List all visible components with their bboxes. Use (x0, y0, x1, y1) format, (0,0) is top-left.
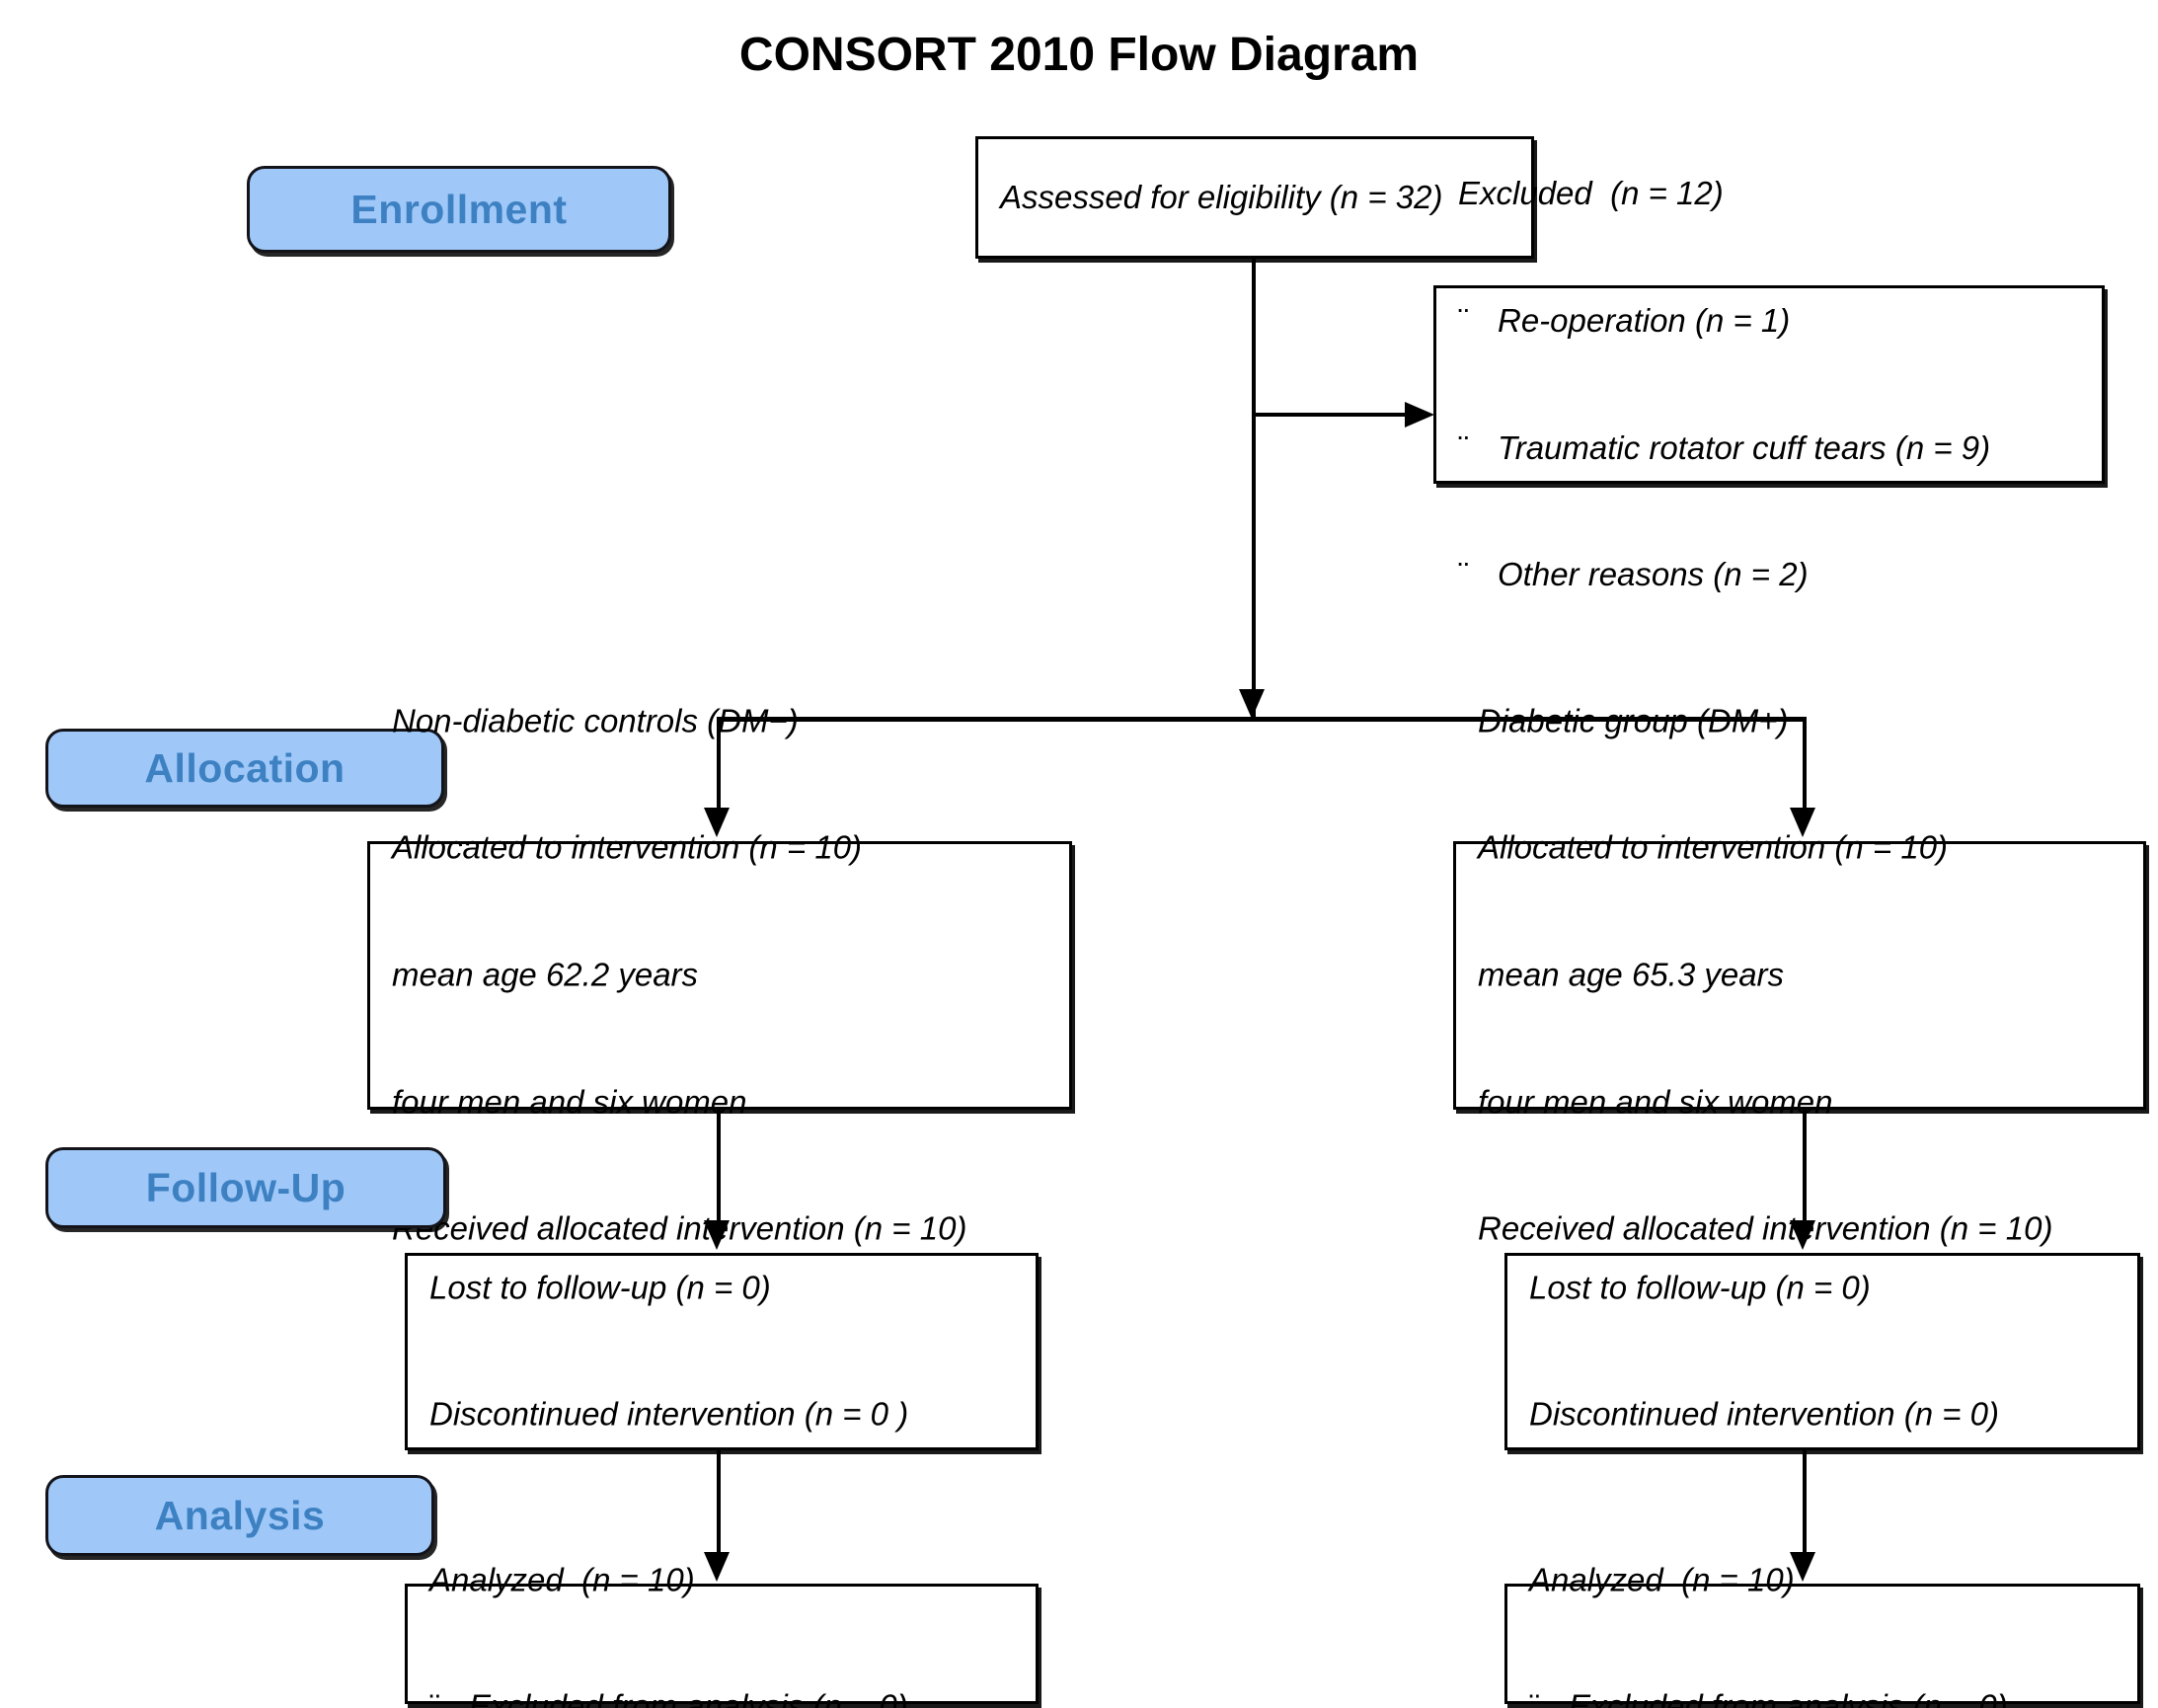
text-line: Discontinued intervention (n = 0) (1529, 1395, 2000, 1433)
excluded-item-text: Re-operation (n = 1) (1498, 301, 1791, 339)
box-followup-non-diabetic: Lost to follow-up (n = 0) Discontinued i… (405, 1253, 1039, 1450)
box-followup-non-diabetic-text: Lost to follow-up (n = 0) Discontinued i… (429, 1182, 1024, 1520)
text-line: mean age 62.2 years (392, 956, 699, 993)
bullet-diaeresis-icon: ¨ (1458, 301, 1469, 339)
box-followup-diabetic-text: Lost to follow-up (n = 0) Discontinued i… (1529, 1182, 2125, 1520)
stage-label-allocation-text: Allocation (144, 744, 346, 791)
connector-allocation-to-followup-right (1803, 1110, 1807, 1226)
arrowhead-down-analysis-right (1790, 1552, 1815, 1582)
excluded-item-text: Other reasons (n = 2) (1498, 556, 1809, 593)
bullet-diaeresis-icon: ¨ (429, 1687, 440, 1708)
bullet-diaeresis-icon: ¨ (1458, 556, 1469, 593)
arrowhead-down-allocation-right (1790, 808, 1815, 837)
text-line: Diabetic group (DM+) (1478, 702, 1789, 739)
text-line: Assessed for eligibility (n = 32) (1000, 178, 1443, 215)
stage-label-analysis: Analysis (45, 1475, 434, 1556)
stage-label-analysis-text: Analysis (154, 1492, 326, 1538)
text-line: Allocated to intervention (n = 10) (392, 828, 863, 866)
analysis-item-row: ¨ Excluded from analysis (n = 0) (1529, 1686, 2125, 1708)
text-line: mean age 65.3 years (1478, 956, 1785, 993)
box-excluded: Excluded (n = 12) ¨Re-operation (n = 1) … (1433, 175, 2105, 592)
connector-split-right-drop (1803, 717, 1807, 815)
text-line: Lost to follow-up (n = 0) (1529, 1269, 1871, 1306)
analysis-heading: Analyzed (n = 10) (429, 1561, 695, 1598)
connector-followup-to-analysis-left (717, 1449, 721, 1558)
stage-label-followup: Follow-Up (45, 1147, 446, 1228)
page-title: CONSORT 2010 Flow Diagram (738, 29, 1420, 81)
connector-allocation-to-followup-left (717, 1110, 721, 1226)
box-assessed-for-eligibility-text: Assessed for eligibility (n = 32) (1000, 92, 1519, 303)
bullet-diaeresis-icon: ¨ (1529, 1687, 1540, 1708)
text-line: Non-diabetic controls (DM−) (392, 702, 799, 739)
analysis-item-text: Excluded from analysis (n = 0) (469, 1687, 908, 1708)
arrowhead-down-followup-left (704, 1220, 730, 1250)
analysis-item-text: Excluded from analysis (n = 0) (1569, 1687, 2008, 1708)
box-excluded-text: Excluded (n = 12) ¨Re-operation (n = 1) … (1458, 88, 2090, 680)
stage-label-enrollment-text: Enrollment (350, 186, 568, 232)
text-line: four men and six women (392, 1083, 747, 1121)
excluded-item-row: ¨ Re-operation (n = 1) (1458, 300, 2090, 343)
stage-label-followup-text: Follow-Up (145, 1164, 347, 1210)
connector-to-excluded (1254, 413, 1412, 417)
box-allocation-diabetic: Diabetic group (DM+) Allocated to interv… (1453, 702, 2146, 1247)
text-line: Allocated to intervention (n = 10) (1478, 828, 1949, 866)
box-analysis-non-diabetic: Analyzed (n = 10) ¨ Excluded from analysi… (405, 1561, 1039, 1708)
box-allocation-non-diabetic: Non-diabetic controls (DM−) Allocated to… (367, 702, 1072, 1247)
excluded-item-row: ¨ Other reasons (n = 2) (1458, 554, 2090, 596)
arrowhead-down-analysis-left (704, 1552, 730, 1582)
bullet-diaeresis-icon: ¨ (1458, 428, 1469, 466)
connector-followup-to-analysis-right (1803, 1449, 1807, 1558)
box-allocation-non-diabetic-text: Non-diabetic controls (DM−) Allocated to… (392, 615, 1057, 1335)
excluded-item-row: ¨ Traumatic rotator cuff tears (n = 9) (1458, 427, 2090, 469)
excluded-heading: Excluded (n = 12) (1458, 175, 1724, 212)
box-allocation-diabetic-text: Diabetic group (DM+) Allocated to interv… (1478, 615, 2131, 1335)
analysis-heading: Analyzed (n = 10) (1529, 1561, 1795, 1598)
box-followup-diabetic: Lost to follow-up (n = 0) Discontinued i… (1504, 1253, 2140, 1450)
box-analysis-diabetic-text: Analyzed (n = 10) ¨ Excluded from analysi… (1529, 1474, 2125, 1708)
arrowhead-down-allocation-left (704, 808, 730, 837)
text-line: Lost to follow-up (n = 0) (429, 1269, 771, 1306)
stage-label-allocation: Allocation (45, 729, 444, 808)
excluded-item-text: Traumatic rotator cuff tears (n = 9) (1498, 428, 1991, 466)
analysis-item-row: ¨ Excluded from analysis (n = 0) (429, 1686, 1024, 1708)
connector-split-left-drop (717, 717, 721, 815)
arrowhead-down-to-branch (1239, 689, 1265, 719)
arrowhead-right-to-excluded (1405, 402, 1434, 427)
connector-allocation-split-bar (717, 717, 1807, 722)
box-assessed-for-eligibility: Assessed for eligibility (n = 32) (975, 136, 1534, 259)
text-line: Received allocated intervention (n = 10) (1478, 1209, 2053, 1247)
box-analysis-non-diabetic-text: Analyzed (n = 10) ¨ Excluded from analysi… (429, 1474, 1024, 1708)
text-line: four men and six women (1478, 1083, 1833, 1121)
box-analysis-diabetic: Analyzed (n = 10) ¨ Excluded from analysi… (1504, 1561, 2140, 1708)
stage-label-enrollment: Enrollment (247, 166, 671, 253)
arrowhead-down-followup-right (1790, 1220, 1815, 1250)
connector-eligibility-to-branch (1252, 259, 1256, 717)
text-line: Discontinued intervention (n = 0 ) (429, 1395, 909, 1433)
